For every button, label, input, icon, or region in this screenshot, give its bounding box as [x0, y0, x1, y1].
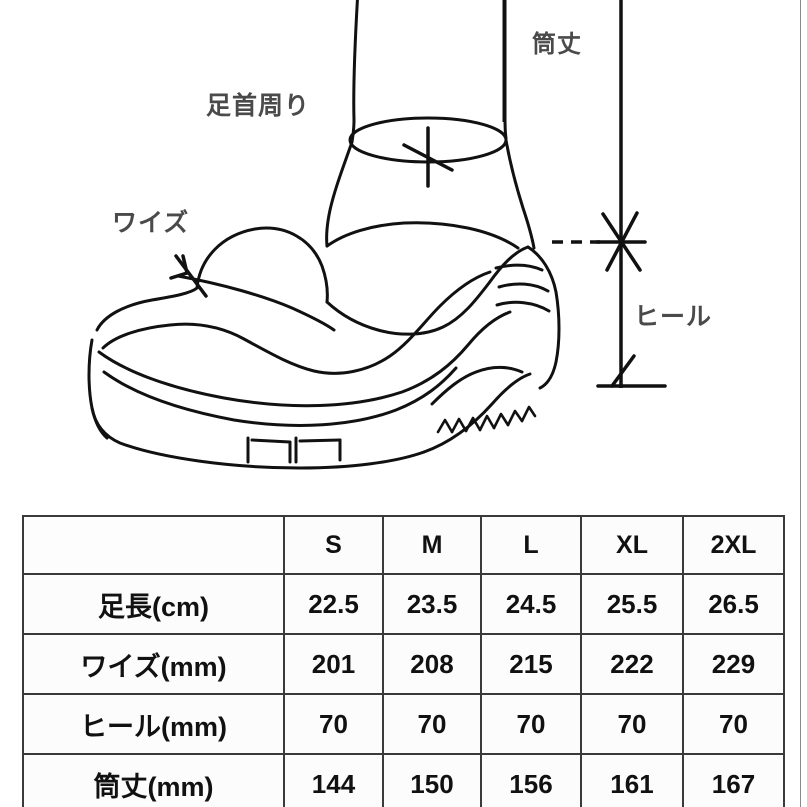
label-heel: ヒール [634, 303, 713, 331]
cell-foot-length-xl: 25.5 [580, 573, 684, 635]
heel-height-dimension-line [595, 0, 667, 388]
width-measurement-arrow [169, 254, 208, 298]
ankle-measurement-tick [402, 126, 454, 188]
cell-shaft-height-l: 156 [480, 753, 582, 807]
cell-foot-length-l: 24.5 [480, 573, 582, 635]
cell-heel-2xl: 70 [682, 693, 785, 755]
table-row: ヒール(mm) 70 70 70 70 70 [22, 693, 785, 755]
row-label-width: ワイズ(mm) [22, 633, 285, 695]
row-label-foot-length: 足長(cm) [22, 573, 285, 635]
shoe-measurement-diagram: 足首周り 筒丈 ワイズ ヒール [87, 0, 713, 470]
cell-heel-l: 70 [480, 693, 582, 755]
cell-shaft-height-m: 150 [382, 753, 482, 807]
label-ankle-circumference: 足首周り [206, 92, 311, 120]
cell-width-xl: 222 [580, 633, 684, 695]
row-label-heel: ヒール(mm) [22, 693, 285, 755]
size-chart-container: S M L XL 2XL 足長(cm) 22.5 23.5 24.5 25.5 … [22, 515, 785, 807]
column-header-m: M [382, 515, 482, 575]
cell-heel-xl: 70 [580, 693, 684, 755]
cell-width-2xl: 229 [682, 633, 785, 695]
table-row: 筒丈(mm) 144 150 156 161 167 [22, 753, 785, 807]
cell-shaft-height-2xl: 167 [682, 753, 785, 807]
shoe-side-view-illustration [87, 0, 667, 470]
cell-foot-length-2xl: 26.5 [682, 573, 785, 635]
cell-width-s: 201 [283, 633, 384, 695]
size-chart-table: S M L XL 2XL 足長(cm) 22.5 23.5 24.5 25.5 … [22, 515, 785, 807]
column-header-l: L [480, 515, 582, 575]
cell-width-l: 215 [480, 633, 582, 695]
table-row: 足長(cm) 22.5 23.5 24.5 25.5 26.5 [22, 573, 785, 635]
right-edge-divider [800, 0, 801, 807]
column-header-2xl: 2XL [682, 515, 785, 575]
column-header-s: S [283, 515, 384, 575]
table-corner-cell [22, 515, 285, 575]
column-header-xl: XL [580, 515, 684, 575]
cell-foot-length-s: 22.5 [283, 573, 384, 635]
cell-shaft-height-s: 144 [283, 753, 384, 807]
cell-width-m: 208 [382, 633, 482, 695]
table-header-row: S M L XL 2XL [22, 515, 785, 575]
cell-heel-s: 70 [283, 693, 384, 755]
cell-foot-length-m: 23.5 [382, 573, 482, 635]
cell-heel-m: 70 [382, 693, 482, 755]
label-shaft-height: 筒丈 [532, 31, 582, 58]
cell-shaft-height-xl: 161 [580, 753, 684, 807]
table-row: ワイズ(mm) 201 208 215 222 229 [22, 633, 785, 695]
label-width: ワイズ [112, 209, 190, 237]
row-label-shaft-height: 筒丈(mm) [22, 753, 285, 807]
